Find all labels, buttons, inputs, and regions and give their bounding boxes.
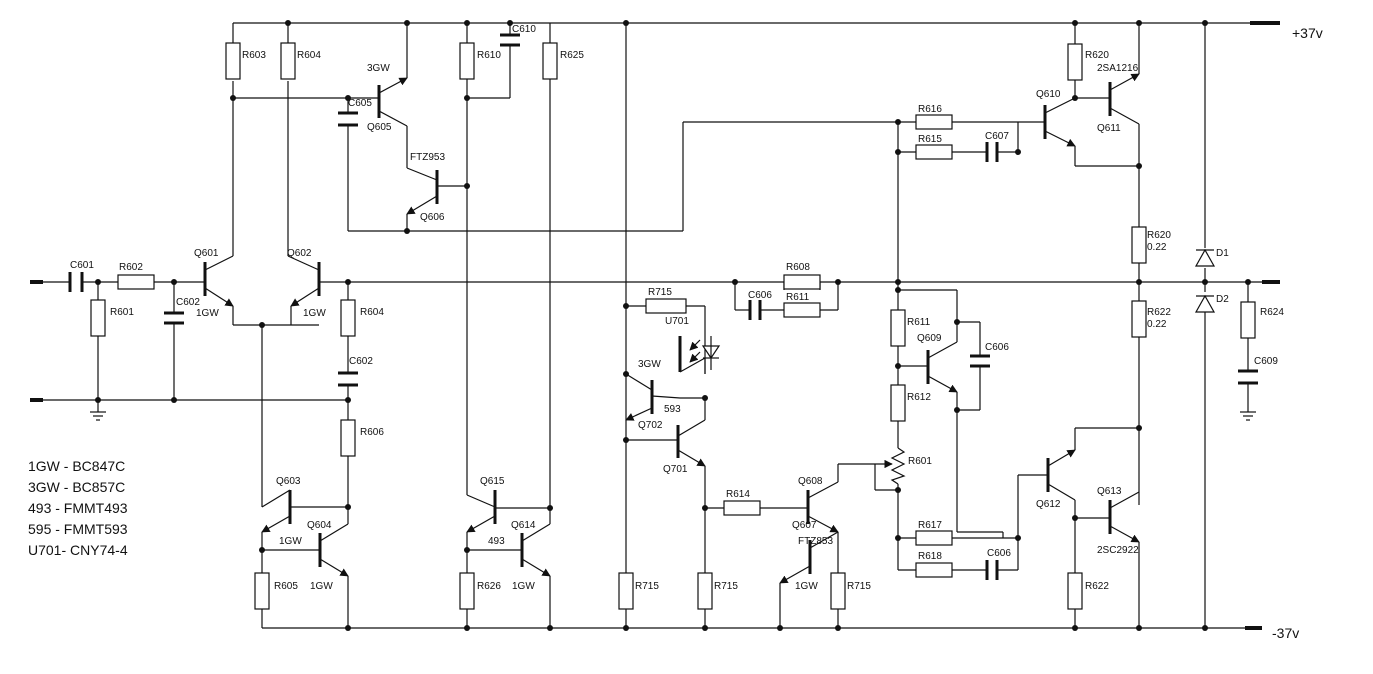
label-q608: Q608	[798, 476, 823, 487]
label-r715d: R715	[847, 581, 871, 592]
rail-negative-label: -37v	[1272, 625, 1299, 641]
label-q614-type2: 1GW	[512, 581, 535, 592]
label-q607-type: 1GW	[795, 581, 818, 592]
label-r715b: R715	[635, 581, 659, 592]
label-q603: Q603	[276, 476, 301, 487]
legend-item: 1GW - BC847C	[28, 458, 126, 474]
label-r612: R612	[907, 392, 931, 403]
label-r617: R617	[918, 520, 942, 531]
label-u701: U701	[665, 316, 689, 327]
label-c602: C602	[176, 297, 200, 308]
label-c606c: C606	[987, 548, 1011, 559]
label-c606a: C606	[748, 290, 772, 301]
label-ftz853: FTZ853	[798, 536, 833, 547]
label-q602-type: 1GW	[303, 308, 326, 319]
component-labels: +37v -37v C601 R602 R601 C602 Q601 1GW Q…	[70, 24, 1323, 641]
label-q614-type: 493	[488, 536, 505, 547]
label-q702-type: 3GW	[638, 359, 661, 370]
label-r622a: R622	[1147, 307, 1171, 318]
label-r614: R614	[726, 489, 750, 500]
label-q702: Q702	[638, 420, 663, 431]
label-r620b-value: 0.22	[1147, 242, 1167, 253]
label-q613-type: 2SC2922	[1097, 545, 1139, 556]
capacitors	[68, 33, 1258, 580]
label-q604-type: 1GW	[310, 581, 333, 592]
label-r604b: R604	[360, 307, 384, 318]
label-c602b: C602	[349, 356, 373, 367]
label-r620b: R620	[1147, 230, 1171, 241]
label-r618: R618	[918, 551, 942, 562]
label-r605: R605	[274, 581, 298, 592]
label-q601: Q601	[194, 248, 219, 259]
label-d2: D2	[1216, 294, 1229, 305]
label-q601-type: 1GW	[196, 308, 219, 319]
label-q603-type: 1GW	[279, 536, 302, 547]
label-r606: R606	[360, 427, 384, 438]
label-r603: R603	[242, 50, 266, 61]
label-r622b: R622	[1085, 581, 1109, 592]
label-q701: Q701	[663, 464, 688, 475]
legend-item: 493 - FMMT493	[28, 500, 128, 516]
label-q612: Q612	[1036, 499, 1061, 510]
transistor-bases	[203, 82, 1112, 574]
wires	[30, 21, 1280, 630]
legend-item: 3GW - BC857C	[28, 479, 126, 495]
optocoupler-led	[689, 336, 721, 370]
label-d1: D1	[1216, 248, 1229, 259]
part-legend: 1GW - BC847C 3GW - BC857C 493 - FMMT493 …	[28, 456, 128, 561]
label-q602: Q602	[287, 248, 312, 259]
label-r625: R625	[560, 50, 584, 61]
label-r602: R602	[119, 262, 143, 273]
label-ftz953: FTZ953	[410, 152, 445, 163]
label-q605: Q605	[367, 122, 392, 133]
label-r622a-value: 0.22	[1147, 319, 1167, 330]
label-q613: Q613	[1097, 486, 1122, 497]
label-r620a: R620	[1085, 50, 1109, 61]
label-r715a: R715	[648, 287, 672, 298]
label-r611b: R611	[907, 317, 931, 328]
label-r624: R624	[1260, 307, 1284, 318]
label-c606b: C606	[985, 342, 1009, 353]
junctions	[95, 20, 1251, 631]
label-r616: R616	[918, 104, 942, 115]
legend-item: 595 - FMMT593	[28, 521, 128, 537]
label-r611a: R611	[786, 292, 810, 303]
diodes	[1194, 248, 1216, 313]
label-r601: R601	[110, 307, 134, 318]
label-q606: Q606	[420, 212, 445, 223]
label-c601: C601	[70, 260, 94, 271]
label-c610: C610	[512, 24, 536, 35]
potentiometer	[875, 447, 906, 485]
label-c609: C609	[1254, 356, 1278, 367]
label-q611-type: 2SA1216	[1097, 63, 1139, 74]
label-q615: Q615	[480, 476, 505, 487]
resistors	[90, 42, 1256, 610]
label-q610: Q610	[1036, 89, 1061, 100]
label-q614: Q614	[511, 520, 536, 531]
label-r608: R608	[786, 262, 810, 273]
label-q604: Q604	[307, 520, 332, 531]
label-q702-num: 593	[664, 404, 681, 415]
label-c605: C605	[348, 98, 372, 109]
label-r604a: R604	[297, 50, 321, 61]
label-c607: C607	[985, 131, 1009, 142]
legend-item: U701- CNY74-4	[28, 542, 128, 558]
label-q605-type: 3GW	[367, 63, 390, 74]
label-r610: R610	[477, 50, 501, 61]
label-q611: Q611	[1097, 123, 1121, 134]
label-q607: Q607	[792, 520, 817, 531]
label-r615: R615	[918, 134, 942, 145]
label-r626: R626	[477, 581, 501, 592]
rail-positive-label: +37v	[1292, 25, 1323, 41]
label-q609: Q609	[917, 333, 942, 344]
label-r601b: R601	[908, 456, 932, 467]
label-r715c: R715	[714, 581, 738, 592]
